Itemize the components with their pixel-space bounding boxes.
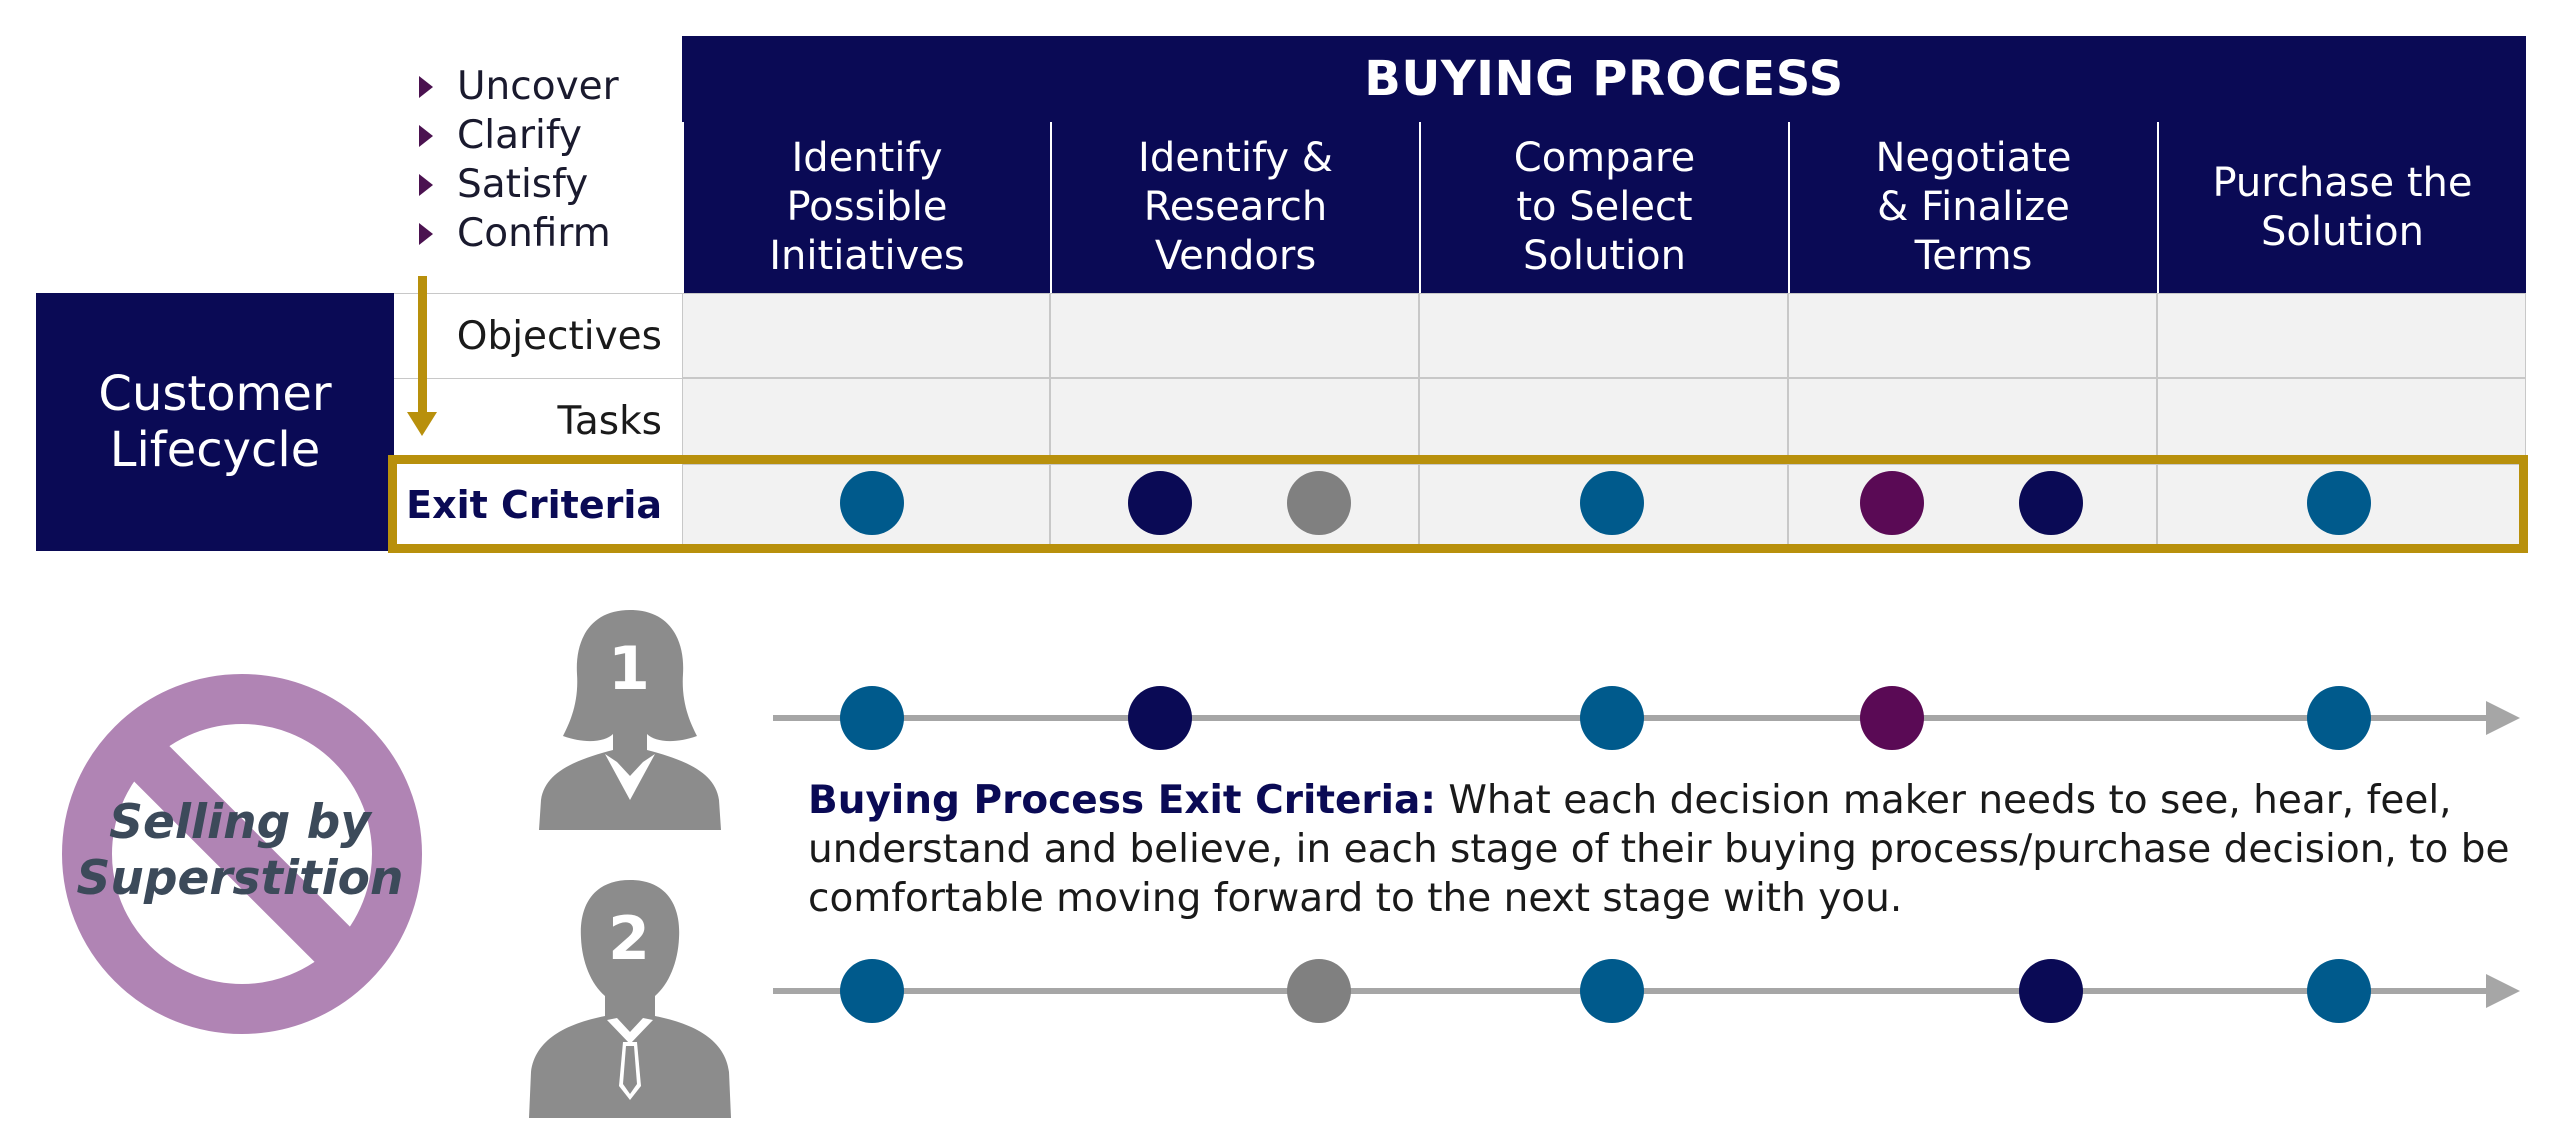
grid-cell (682, 293, 1050, 378)
grid-cell (1050, 293, 1419, 378)
column-header-5: Purchase the Solution (2157, 122, 2526, 293)
grid-cell (1788, 293, 2157, 378)
buying-process-title: BUYING PROCESS (682, 36, 2526, 122)
timeline-2-dot (2307, 959, 2371, 1023)
timeline-1-dot (1580, 686, 1644, 750)
male-person-icon (529, 880, 731, 1118)
exit-dot (1287, 471, 1351, 535)
prohibited-icon (62, 674, 422, 1034)
timeline-2-arrow-icon (2486, 974, 2520, 1008)
exit-dot (1128, 471, 1192, 535)
customer-lifecycle-block: Customer Lifecycle (36, 293, 394, 551)
description-body: What each decision maker needs to see, h… (808, 778, 2510, 921)
grid-cell (1419, 293, 1788, 378)
triangle-bullet-icon (419, 173, 433, 196)
step-list: Uncover Clarify Satisfy Confirm (415, 62, 619, 258)
female-person-icon (539, 610, 721, 830)
exit-dot (840, 471, 904, 535)
row-label-objectives: Objectives (394, 293, 682, 378)
timeline-2-dot (2019, 959, 2083, 1023)
exit-criteria-description: Buying Process Exit Criteria: What each … (808, 776, 2548, 923)
step-clarify: Clarify (415, 111, 619, 160)
step-satisfy: Satisfy (415, 160, 619, 209)
timeline-2-dot (1580, 959, 1644, 1023)
exit-dot (1860, 471, 1924, 535)
down-arrow-icon (407, 412, 437, 436)
row-label-tasks: Tasks (394, 378, 682, 464)
description-lead: Buying Process Exit Criteria: (808, 778, 1436, 823)
timeline-1-dot (1860, 686, 1924, 750)
grid-cell (1419, 378, 1788, 464)
triangle-bullet-icon (419, 222, 433, 245)
person-number-2: 2 (608, 904, 650, 974)
exit-dot (2019, 471, 2083, 535)
selling-by-superstition-label: Selling by Superstition (76, 795, 404, 906)
step-uncover: Uncover (415, 62, 619, 111)
row-label-exit-criteria: Exit Criteria (394, 464, 682, 546)
timeline-2-dot (840, 959, 904, 1023)
timeline-1-dot (2307, 686, 2371, 750)
exit-criteria-highlight (388, 455, 2528, 553)
grid-cell (682, 378, 1050, 464)
column-header-4: Negotiate & Finalize Terms (1788, 122, 2157, 293)
grid-cell (2157, 293, 2526, 378)
timeline-1-dot (840, 686, 904, 750)
column-header-2: Identify & Research Vendors (1050, 122, 1419, 293)
step-confirm: Confirm (415, 209, 619, 258)
grid-cell (1050, 378, 1419, 464)
timeline-1-arrow-icon (2486, 701, 2520, 735)
column-header-3: Compare to Select Solution (1419, 122, 1788, 293)
timeline-2-dot (1287, 959, 1351, 1023)
grid-cell (2157, 378, 2526, 464)
column-header-1: Identify Possible Initiatives (682, 122, 1050, 293)
grid-cell (1788, 378, 2157, 464)
person-number-1: 1 (608, 634, 650, 704)
triangle-bullet-icon (419, 124, 433, 147)
grid-cell (1050, 464, 1419, 546)
timeline-1-dot (1128, 686, 1192, 750)
triangle-bullet-icon (419, 75, 433, 98)
exit-dot (1580, 471, 1644, 535)
down-arrow-shaft (418, 276, 427, 416)
exit-dot (2307, 471, 2371, 535)
